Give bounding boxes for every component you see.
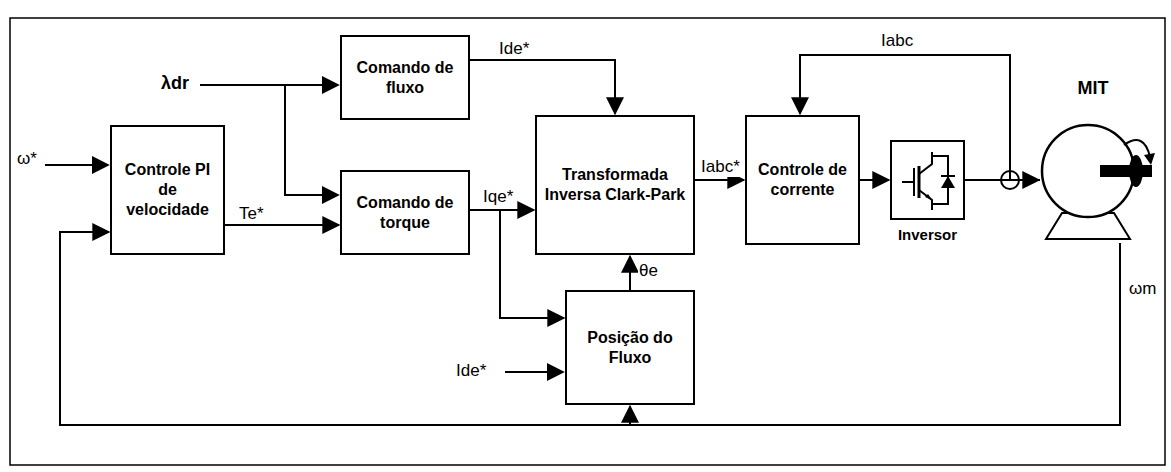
speed-feedback: ωm	[1128, 280, 1157, 299]
node-text: Transformada Inversa Clark-Park	[543, 165, 687, 205]
speed-controller-box: Controle PI de velocidade	[110, 125, 225, 255]
induction-motor	[1040, 105, 1158, 243]
node-text: Comando de fluxo	[348, 58, 462, 98]
node-text: Controle de corrente	[753, 160, 852, 200]
frame	[10, 18, 1165, 465]
signal-name: Te*	[238, 205, 265, 224]
signal-connector	[60, 232, 1120, 425]
flux-ref-line	[285, 85, 338, 195]
signal-name: Iabc	[880, 32, 914, 51]
node-text: Posição do Fluxo	[573, 328, 687, 368]
speed-reference: ω*	[16, 150, 38, 169]
signal-connector	[695, 179, 744, 181]
signal-connector	[470, 60, 615, 114]
inverter-box: Inversor	[890, 140, 965, 220]
signal-name: Ide*	[455, 362, 487, 381]
flux-reference: λdr	[160, 74, 190, 94]
signal-name: Iqe*	[482, 188, 514, 207]
signal-connector	[225, 224, 339, 226]
node-text: Inversor	[898, 226, 957, 243]
flux-position-box: Posição do Fluxo	[565, 290, 695, 405]
node-text: Controle PI de velocidade	[118, 160, 217, 220]
current-controller-box: Controle de corrente	[745, 115, 860, 245]
transform-box: Transformada Inversa Clark-Park	[535, 115, 695, 255]
flux-command-box: Comando de fluxo	[340, 35, 470, 120]
signal-name: Ide*	[498, 40, 530, 59]
torque-command-box: Comando de torque	[340, 170, 470, 255]
ide-ref-line	[505, 371, 563, 373]
signal-connector	[630, 243, 1120, 425]
motor-figure: MIT	[1040, 105, 1158, 243]
flux-ref-line	[200, 84, 338, 86]
signal-name: θe	[638, 262, 659, 281]
signal-connector	[629, 257, 631, 291]
signal-name: Iabc*	[700, 158, 741, 177]
node-text: MIT	[1078, 78, 1109, 99]
node-text: Comando de torque	[348, 193, 462, 233]
signal-connector	[860, 179, 889, 181]
igbt-symbol	[892, 142, 963, 218]
speed-ref-line	[45, 164, 108, 166]
